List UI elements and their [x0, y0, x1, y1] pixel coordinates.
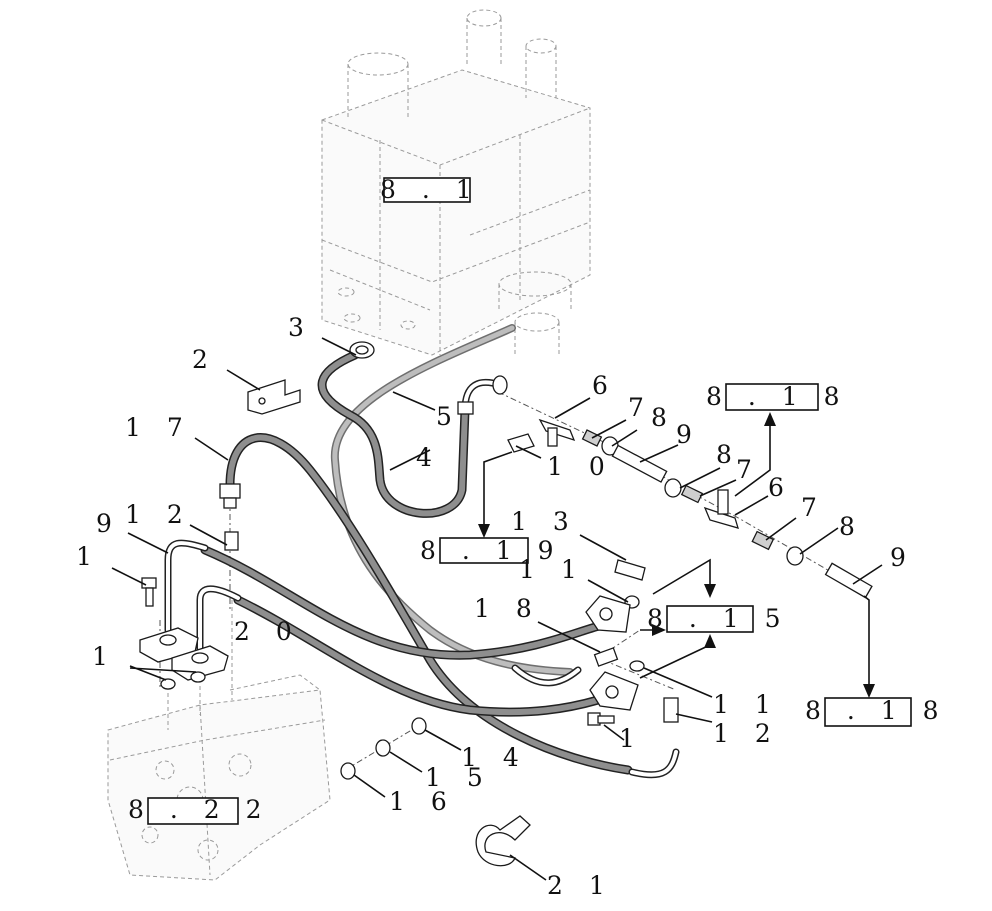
pump-body-ghost [107, 600, 331, 881]
callout-8-lower: 8 [839, 512, 864, 541]
callout-9-left: 9 [96, 509, 121, 538]
callout-1-left: 1 [76, 542, 101, 571]
callout-10: 1 0 [547, 452, 614, 481]
svg-text:8 . 1 8: 8 . 1 8 [706, 382, 849, 411]
svg-text:8 . 1 5: 8 . 1 5 [647, 604, 790, 633]
svg-text:8 . 1: 8 . 1 [380, 175, 481, 204]
callout-5: 5 [436, 402, 461, 431]
ref-box-lower-right[interactable]: 8 . 1 8 [805, 696, 948, 727]
callout-labels: 3 2 5 4 1 7 1 2 9 1 1 2 0 6 7 8 9 1 0 8 … [76, 313, 915, 900]
svg-text:8 . 2 2: 8 . 2 2 [128, 795, 271, 824]
callout-7-mid: 7 [736, 455, 761, 484]
callout-1-right: 1 [619, 724, 644, 753]
callout-18: 1 8 [474, 594, 541, 623]
ref-box-pump[interactable]: 8 . 2 2 [128, 795, 271, 825]
svg-text:8 . 1 9: 8 . 1 9 [420, 536, 563, 565]
ref-box-machine[interactable]: 8 . 1 [380, 175, 481, 204]
callout-1-oring: 1 [92, 642, 117, 671]
callout-9-upper: 9 [676, 420, 701, 449]
callout-9-lower: 9 [890, 543, 915, 572]
callout-8-mid: 8 [716, 440, 741, 469]
machine-body-ghost [321, 9, 591, 356]
ref-box-flange[interactable]: 8 . 1 5 [647, 604, 790, 633]
svg-text:8 . 1 8: 8 . 1 8 [805, 696, 948, 725]
callout-2: 2 [192, 345, 217, 374]
callout-11-lower: 1 1 [713, 690, 780, 719]
leader-lines [111, 337, 883, 881]
callout-8-upper: 8 [651, 403, 676, 432]
callout-4: 4 [416, 443, 441, 472]
callout-16: 1 6 [389, 787, 456, 816]
arrow-heads [478, 412, 875, 698]
callout-7-upper: 7 [628, 393, 653, 422]
ref-box-tee-left[interactable]: 8 . 1 9 [420, 536, 563, 565]
callout-14: 1 4 [461, 743, 528, 772]
callout-13: 1 3 [511, 507, 578, 536]
callout-17: 1 7 [125, 413, 192, 442]
callout-21: 2 1 [547, 871, 614, 900]
callout-3: 3 [288, 313, 313, 342]
callout-12-left: 1 2 [125, 500, 192, 529]
callout-20: 2 0 [234, 617, 301, 646]
callout-12-right: 1 2 [713, 719, 780, 748]
parts [139, 341, 873, 867]
ref-box-upper-right[interactable]: 8 . 1 8 [706, 382, 849, 411]
callout-7-lower: 7 [801, 493, 826, 522]
callout-6-lower: 6 [768, 473, 793, 502]
callout-11-upper: 1 1 [519, 555, 586, 584]
callout-6-upper: 6 [592, 371, 617, 400]
callout-15: 1 5 [425, 763, 492, 792]
